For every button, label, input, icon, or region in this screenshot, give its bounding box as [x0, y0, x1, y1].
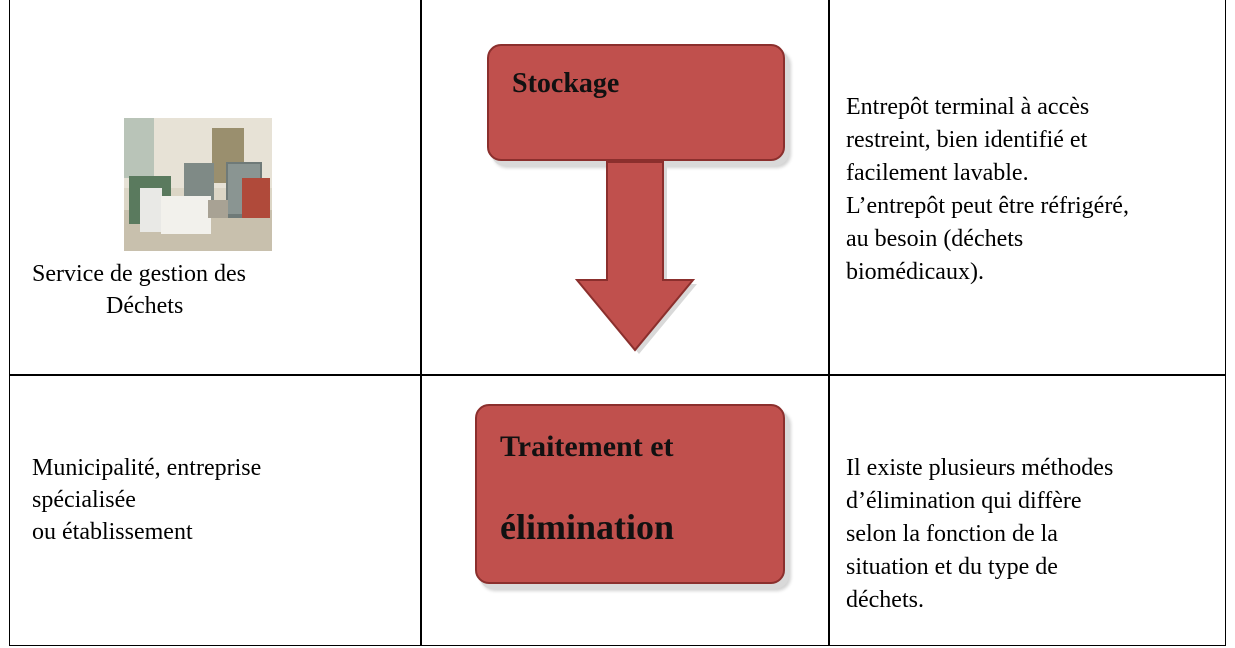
responsible-line-2: spécialisée: [32, 487, 136, 513]
traitement-label-line-2: élimination: [500, 507, 675, 547]
stockage-desc-line-1: Entrepôt terminal à accès: [846, 94, 1090, 120]
row-divider: [9, 374, 1226, 376]
traitement-desc-line-3: selon la fonction de la: [846, 521, 1058, 547]
stockage-desc-line-4: L’entrepôt peut être réfrigéré,: [846, 193, 1129, 219]
responsible-line-3: ou établissement: [32, 519, 193, 545]
stockage-desc-line-2: restreint, bien identifié et: [846, 127, 1088, 153]
stockage-desc-line-3: facilement lavable.: [846, 160, 1029, 186]
column-divider-right: [828, 0, 830, 646]
traitement-desc-line-1: Il existe plusieurs méthodes: [846, 455, 1114, 481]
traitement-box: [475, 404, 785, 584]
responsible-line-1: Municipalité, entreprise: [32, 455, 262, 481]
storage-room-photo: [124, 118, 272, 251]
traitement-desc-line-2: d’élimination qui diffère: [846, 488, 1082, 514]
traitement-desc-line-5: déchets.: [846, 587, 924, 613]
stockage-desc-line-5: au besoin (déchets: [846, 226, 1024, 252]
down-arrow-icon: [574, 161, 697, 354]
traitement-label-line-1: Traitement et: [500, 430, 674, 463]
service-caption-line-1: Service de gestion des: [32, 261, 246, 287]
stockage-desc-line-6: biomédicaux).: [846, 259, 984, 285]
service-caption-line-2: Déchets: [106, 293, 184, 319]
stockage-label: Stockage: [512, 68, 620, 99]
waste-management-table: [9, 0, 1226, 646]
column-divider-left: [420, 0, 422, 646]
stockage-box: [487, 44, 785, 161]
traitement-desc-line-4: situation et du type de: [846, 554, 1058, 580]
